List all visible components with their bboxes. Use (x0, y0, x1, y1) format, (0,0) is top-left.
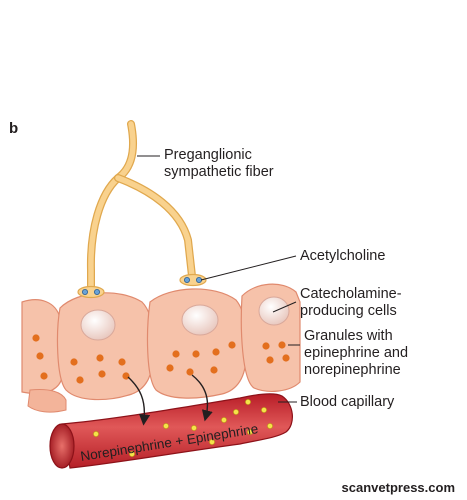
panel-letter: b (9, 120, 19, 137)
granules (32, 334, 290, 384)
preganglionic-fiber (86, 120, 196, 292)
cell-nuclei (80, 296, 290, 341)
secretion-arrows (127, 374, 213, 426)
acetylcholine-label: Acetylcholine (300, 248, 386, 264)
capillary-label: Blood capillary (300, 394, 395, 410)
granules-label-line-1: Granules with (304, 328, 393, 344)
leader-lines (137, 155, 300, 403)
preganglionic-label: Preganglionic sympathetic fiber (164, 147, 274, 181)
catecholamine-cells-label: Catecholamine- producing cells (300, 286, 402, 320)
preganglionic-label-line-1: Preganglionic (164, 147, 252, 163)
blood-capillary: Norepinephrine + Epinephrine (49, 393, 293, 469)
granules-label-line-2: epinephrine and (304, 345, 409, 361)
granules-label: Granules with epinephrine and norepineph… (304, 328, 408, 379)
watermark: scanvetpress.com (341, 480, 455, 495)
catecholamine-label-line-1: Catecholamine- (300, 286, 402, 302)
nerve-terminals (77, 273, 207, 299)
granules-label-line-3: norepinephrine (304, 362, 401, 378)
catecholamine-label-line-2: producing cells (300, 303, 397, 319)
catecholamine-cells (21, 283, 301, 413)
preganglionic-label-line-2: sympathetic fiber (164, 164, 274, 180)
